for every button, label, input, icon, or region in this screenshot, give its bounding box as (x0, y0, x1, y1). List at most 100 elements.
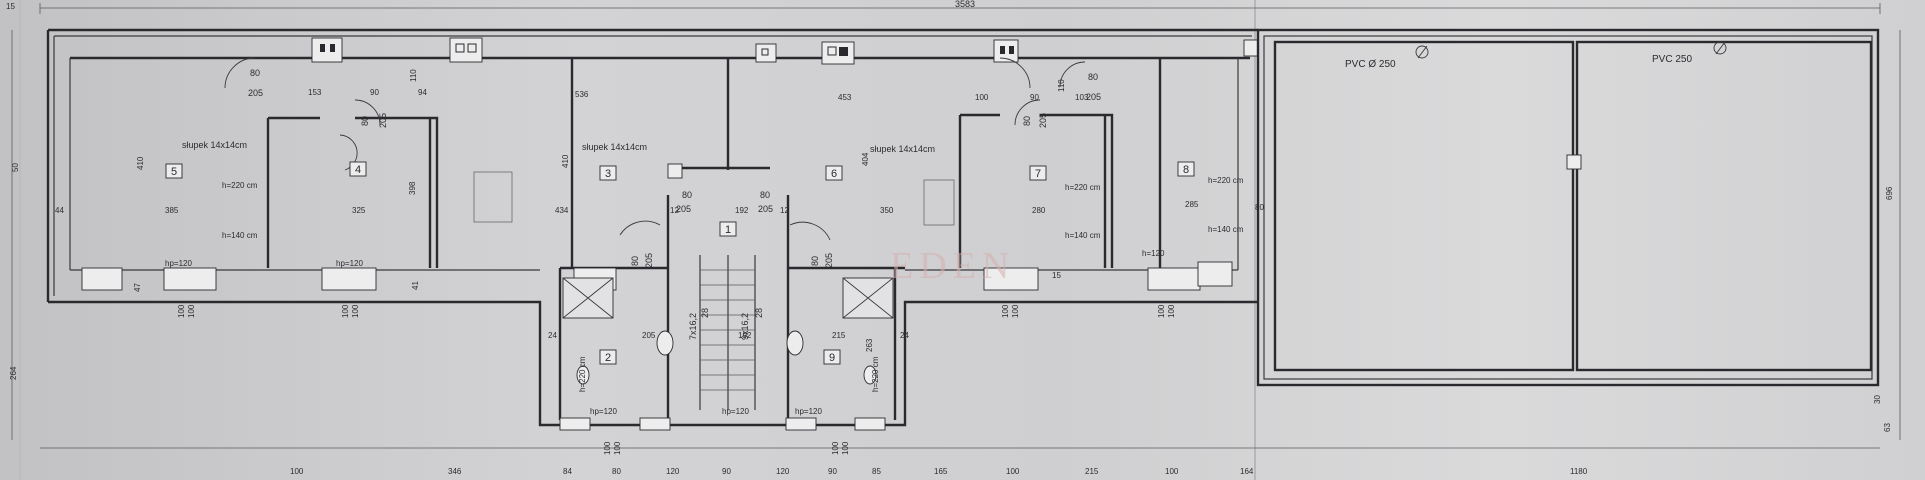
dashed-block (923, 179, 955, 226)
pvc-label: PVC 250 (1652, 54, 1692, 65)
svg-text:120: 120 (776, 467, 790, 476)
svg-text:385: 385 (165, 206, 179, 215)
height-label: hp=120 (795, 407, 822, 416)
pillar-label: słupek 14x14cm (182, 140, 247, 150)
svg-text:100: 100 (831, 441, 840, 455)
svg-text:100: 100 (1165, 467, 1179, 476)
stair-label: 28 (754, 308, 764, 318)
watermark: EDEN (890, 245, 1015, 287)
svg-text:94: 94 (418, 88, 427, 97)
svg-text:100: 100 (290, 467, 304, 476)
svg-text:30: 30 (1873, 395, 1882, 404)
svg-text:80: 80 (630, 256, 640, 266)
svg-text:205: 205 (1086, 92, 1101, 102)
pvc-label: PVC Ø 250 (1345, 59, 1396, 70)
svg-text:47: 47 (133, 283, 142, 292)
svg-text:44: 44 (55, 206, 64, 215)
svg-text:165: 165 (934, 467, 948, 476)
window-dimensions: 100 100 100 100 100 100 100 100 100 100 … (177, 304, 1176, 455)
svg-text:263: 263 (865, 338, 874, 352)
height-label: h=220 cm (222, 181, 258, 190)
svg-text:285: 285 (1185, 200, 1199, 209)
dimension-label: 15 (6, 2, 15, 11)
svg-text:153: 153 (308, 88, 322, 97)
svg-text:100: 100 (613, 441, 622, 455)
room-number: 8 (1183, 164, 1189, 176)
svg-text:90: 90 (722, 467, 731, 476)
svg-text:24: 24 (548, 331, 557, 340)
height-label: h=220 cm (1208, 176, 1244, 185)
svg-text:100: 100 (1011, 304, 1020, 318)
room-labels: 1 2 3 4 5 6 7 8 9 (165, 161, 1195, 365)
pvc-vent-icon (1415, 45, 1429, 59)
svg-text:205: 205 (676, 204, 691, 214)
svg-text:215: 215 (1085, 467, 1099, 476)
svg-text:1180: 1180 (1570, 467, 1588, 476)
svg-text:205: 205 (248, 88, 263, 98)
svg-text:205: 205 (378, 113, 388, 128)
door-swings (224, 57, 1086, 241)
svg-text:15: 15 (1052, 271, 1061, 280)
svg-text:63: 63 (1883, 423, 1892, 432)
svg-text:350: 350 (880, 206, 894, 215)
height-label: h=220 cm (871, 356, 880, 392)
svg-text:205: 205 (1038, 113, 1048, 128)
room-number: 9 (829, 352, 835, 364)
garage-outline (1256, 28, 1880, 387)
svg-text:100: 100 (841, 441, 850, 455)
svg-text:434: 434 (555, 206, 569, 215)
room-number: 5 (171, 166, 177, 178)
pvc-vent-icon (1713, 41, 1727, 55)
svg-text:205: 205 (758, 204, 773, 214)
svg-text:80: 80 (810, 256, 820, 266)
total-width-label: 3583 (955, 0, 975, 9)
svg-text:110: 110 (409, 69, 418, 82)
svg-text:398: 398 (408, 181, 417, 195)
svg-text:120: 120 (666, 467, 680, 476)
height-label: hp=120 (165, 259, 192, 268)
room-number: 4 (355, 164, 361, 176)
inner-wall (355, 116, 439, 268)
svg-text:100: 100 (1157, 304, 1166, 318)
room-number: 1 (725, 224, 731, 236)
svg-text:215: 215 (832, 331, 846, 340)
middle-dimensions: 44 385 325 434 12 192 12 350 280 285 80 (55, 200, 1264, 215)
top-dimensions: 153 90 94 536 453 100 90 103 110 110 (308, 69, 1089, 102)
svg-text:410: 410 (136, 156, 145, 170)
svg-text:110: 110 (1057, 79, 1066, 92)
height-label: hp=120 (722, 407, 749, 416)
svg-text:50: 50 (11, 163, 20, 172)
outer-wall (48, 300, 1258, 427)
height-label: h=220 cm (578, 356, 587, 392)
svg-text:85: 85 (872, 467, 881, 476)
height-label: h=120 (1142, 249, 1165, 258)
room-number: 3 (605, 168, 611, 180)
svg-text:100: 100 (177, 304, 186, 318)
svg-text:90: 90 (370, 88, 379, 97)
svg-text:41: 41 (411, 281, 420, 290)
bottom-dimensions: 346 84 80 120 90 120 90 85 165 100 215 1… (290, 467, 1588, 476)
svg-text:205: 205 (642, 331, 656, 340)
svg-text:80: 80 (612, 467, 621, 476)
pillar-label: słupek 14x14cm (870, 144, 935, 154)
svg-text:410: 410 (561, 154, 570, 168)
height-label: h=140 cm (1065, 231, 1101, 240)
svg-text:103: 103 (1075, 93, 1089, 102)
stair-label: 28 (700, 308, 710, 318)
svg-text:100: 100 (1167, 304, 1176, 318)
svg-text:80: 80 (1255, 203, 1264, 212)
room-number: 7 (1035, 168, 1041, 180)
height-label: hp=120 (590, 407, 617, 416)
svg-text:192: 192 (738, 331, 752, 340)
svg-text:100: 100 (341, 304, 350, 318)
stair-label: 9x16,2 (740, 313, 750, 340)
misc-dimensions: 205 192 215 24 24 263 15 30 63 (548, 271, 1892, 432)
pillar-label: słupek 14x14cm (582, 142, 647, 152)
stair-label: 7x16,2 (688, 313, 698, 340)
svg-text:404: 404 (861, 152, 870, 166)
svg-text:205: 205 (824, 253, 834, 268)
svg-text:164: 164 (1240, 467, 1254, 476)
svg-text:100: 100 (1001, 304, 1010, 318)
